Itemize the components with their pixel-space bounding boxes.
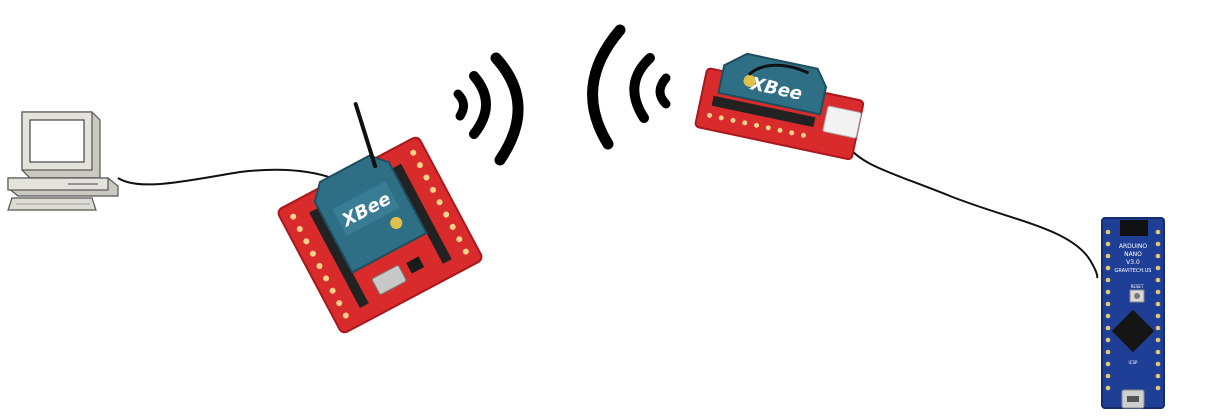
- arduino-chip: [1111, 309, 1155, 353]
- wifi-signal-left-icon: [587, 24, 671, 150]
- computer-icon: [7, 111, 119, 211]
- connector-right: [822, 105, 862, 139]
- xbee-module-right: XBee: [694, 52, 865, 161]
- arduino-reset-label: RESET: [1131, 284, 1144, 289]
- wifi-signal-right-icon: [453, 52, 524, 166]
- arduino-nano-board: ARDUINO NANO V3.0 GRAVITECH.US RESET ICS…: [1101, 217, 1165, 409]
- arduino-text-4: GRAVITECH.US: [1115, 268, 1152, 274]
- cable-xbee-to-arduino: [845, 143, 1099, 279]
- xbee-module-left: XBee: [277, 102, 483, 334]
- arduino-text-1: ARDUINO: [1119, 243, 1148, 250]
- arduino-text-3: V3.0: [1126, 259, 1140, 266]
- arduino-icsp-label: ICSP: [1129, 360, 1139, 365]
- arduino-text-2: NANO: [1124, 251, 1142, 258]
